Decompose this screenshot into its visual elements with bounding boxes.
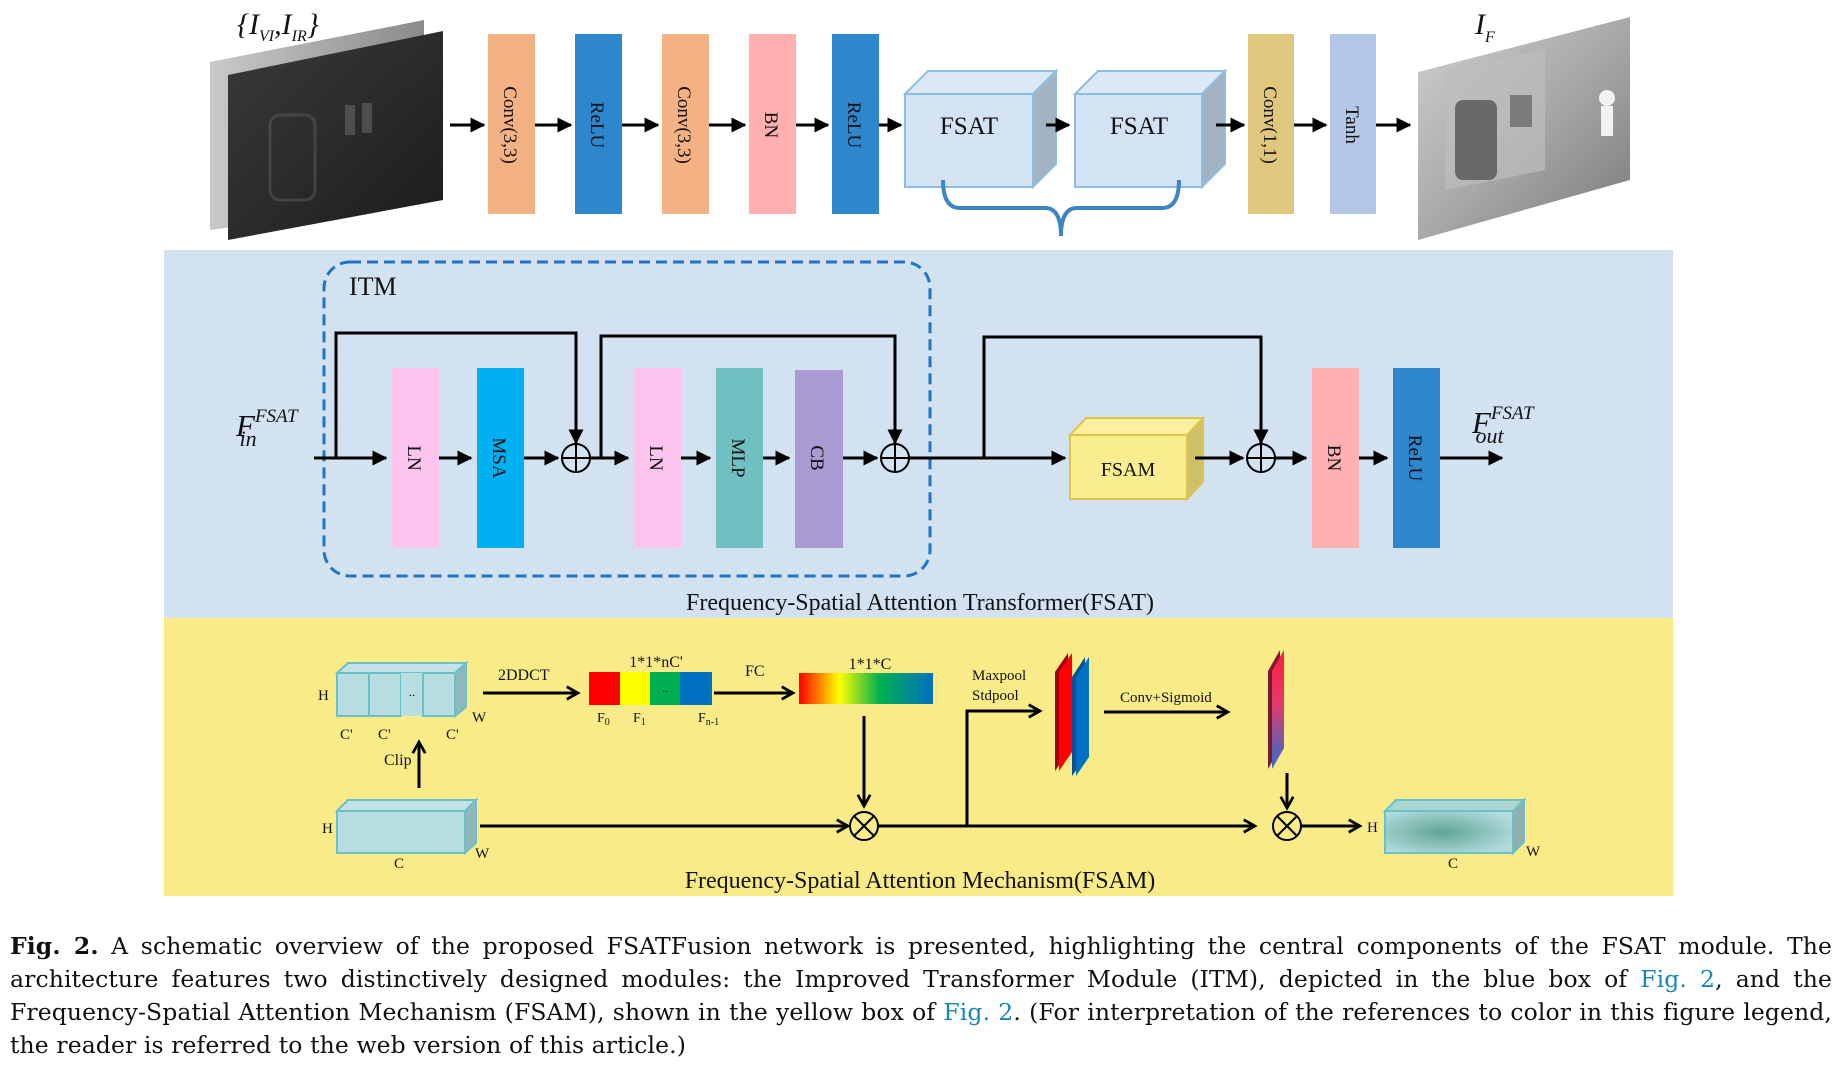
layer-conv1x1: Conv(1,1): [1248, 34, 1294, 214]
figure-link-1[interactable]: Fig. 2: [1640, 965, 1716, 993]
fc-label: FC: [745, 663, 765, 680]
block-msa: MSA: [477, 368, 524, 548]
figure-caption: Fig. 2. A schematic overview of the prop…: [10, 930, 1832, 1062]
add-node-1: [561, 443, 591, 473]
figure-link-2[interactable]: Fig. 2: [943, 998, 1014, 1026]
svg-text:Fn-1: Fn-1: [698, 711, 719, 728]
fsat-panel-title: Frequency-Spatial Attention Transformer(…: [686, 590, 1154, 616]
layer-tanh: Tanh: [1330, 34, 1376, 214]
svg-text:FSAT: FSAT: [940, 113, 998, 140]
svg-text:FSAM: FSAM: [1101, 459, 1156, 481]
block-mlp: MLP: [716, 368, 763, 548]
fused-output-image: IF: [1418, 8, 1630, 240]
svg-text:C': C': [340, 727, 353, 743]
svg-text:..: ..: [409, 684, 416, 699]
svg-text:C: C: [1448, 856, 1458, 872]
layer-relu-2: ReLU: [832, 34, 879, 214]
input-images: {IVI,IIR}: [210, 8, 443, 240]
layer-bn-1: BN: [749, 34, 796, 214]
svg-text:F1: F1: [633, 711, 646, 728]
spatial-attention-map: [1268, 650, 1284, 769]
svg-text:LN: LN: [645, 445, 666, 471]
svg-text:Conv(1,1): Conv(1,1): [1259, 86, 1280, 164]
clipped-feature-cubes: .. H W C' C' C': [318, 660, 487, 743]
block-relu: ReLU: [1393, 368, 1440, 548]
svg-text:C: C: [394, 856, 404, 872]
input-feature-cube: H W C: [322, 797, 490, 872]
top-pipeline: {IVI,IIR} Conv(3,3) ReLU Conv(3,3) BN Re…: [210, 8, 1630, 240]
layer-relu-1: ReLU: [575, 34, 622, 214]
svg-text:H: H: [1367, 820, 1378, 836]
svg-text:C': C': [378, 727, 391, 743]
add-node-2: [880, 443, 910, 473]
svg-text:CB: CB: [806, 445, 827, 470]
stdpool-label: Stdpool: [972, 688, 1019, 704]
expansion-brace: [941, 179, 1181, 237]
fsat-block-1: FSAT: [902, 68, 1059, 190]
block-ln-1: LN: [392, 368, 439, 548]
svg-text:ReLU: ReLU: [1404, 435, 1425, 482]
svg-text:LN: LN: [403, 445, 424, 471]
layer-conv3x3-1: Conv(3,3): [488, 34, 535, 214]
svg-text:Conv(3,3): Conv(3,3): [499, 86, 520, 164]
block-cb: CB: [795, 370, 843, 548]
add-node-3: [1246, 443, 1276, 473]
svg-text:FSAT: FSAT: [1110, 113, 1168, 140]
fsatfusion-architecture-diagram: {IVI,IIR} Conv(3,3) ReLU Conv(3,3) BN Re…: [164, 8, 1673, 896]
frequency-vector: .. 1*1*nC' F0 F1 Fn-1: [589, 654, 719, 728]
fsam-panel: .. H W C' C' C' Clip H W C 2DDCT ..: [164, 618, 1673, 896]
svg-text:..: ..: [662, 683, 668, 695]
svg-text:Conv(3,3): Conv(3,3): [673, 86, 694, 164]
svg-text:BN: BN: [1323, 445, 1344, 472]
maxpool-label: Maxpool: [972, 668, 1026, 684]
channel-vector-label: 1*1*C: [849, 656, 892, 673]
dct-label: 2DDCT: [498, 667, 550, 684]
pooled-feature-maps: [1055, 653, 1089, 776]
svg-text:Tanh: Tanh: [1341, 106, 1362, 144]
caption-text-3: . (For interpretation of the references …: [10, 998, 1832, 1059]
svg-text:F0: F0: [597, 711, 610, 728]
infrared-image: [228, 31, 443, 240]
conv-sigmoid-label: Conv+Sigmoid: [1120, 690, 1212, 706]
svg-text:ReLU: ReLU: [586, 102, 607, 149]
input-label: {IVI,IIR}: [237, 8, 319, 45]
channel-attention-vector: [799, 673, 933, 704]
svg-text:H: H: [322, 821, 333, 837]
fsat-block-2: FSAT: [1072, 68, 1228, 190]
block-bn: BN: [1312, 368, 1359, 548]
figure-label: Fig. 2.: [10, 932, 99, 960]
svg-text:W: W: [472, 710, 487, 726]
svg-text:MSA: MSA: [488, 437, 509, 478]
caption-text-2: , and the Frequency-Spatial Attention Me…: [10, 965, 1833, 1026]
block-ln-2: LN: [634, 368, 681, 548]
svg-text:ReLU: ReLU: [843, 102, 864, 149]
caption-text-1: A schematic overview of the proposed FSA…: [10, 932, 1833, 993]
block-fsam: FSAM: [1067, 415, 1206, 502]
svg-text:W: W: [475, 846, 490, 862]
svg-text:BN: BN: [760, 112, 781, 139]
svg-text:1*1*nC': 1*1*nC': [629, 654, 683, 671]
fsam-panel-title: Frequency-Spatial Attention Mechanism(FS…: [685, 868, 1156, 894]
itm-box: [322, 260, 932, 578]
layer-conv3x3-2: Conv(3,3): [662, 34, 709, 214]
svg-text:W: W: [1526, 844, 1541, 860]
itm-label: ITM: [349, 272, 397, 301]
svg-text:MLP: MLP: [727, 438, 748, 477]
svg-text:H: H: [318, 688, 329, 704]
output-feature-cube: H W C: [1367, 797, 1541, 872]
svg-text:C': C': [446, 727, 459, 743]
clip-label: Clip: [384, 752, 412, 769]
output-label: IF: [1474, 8, 1495, 46]
